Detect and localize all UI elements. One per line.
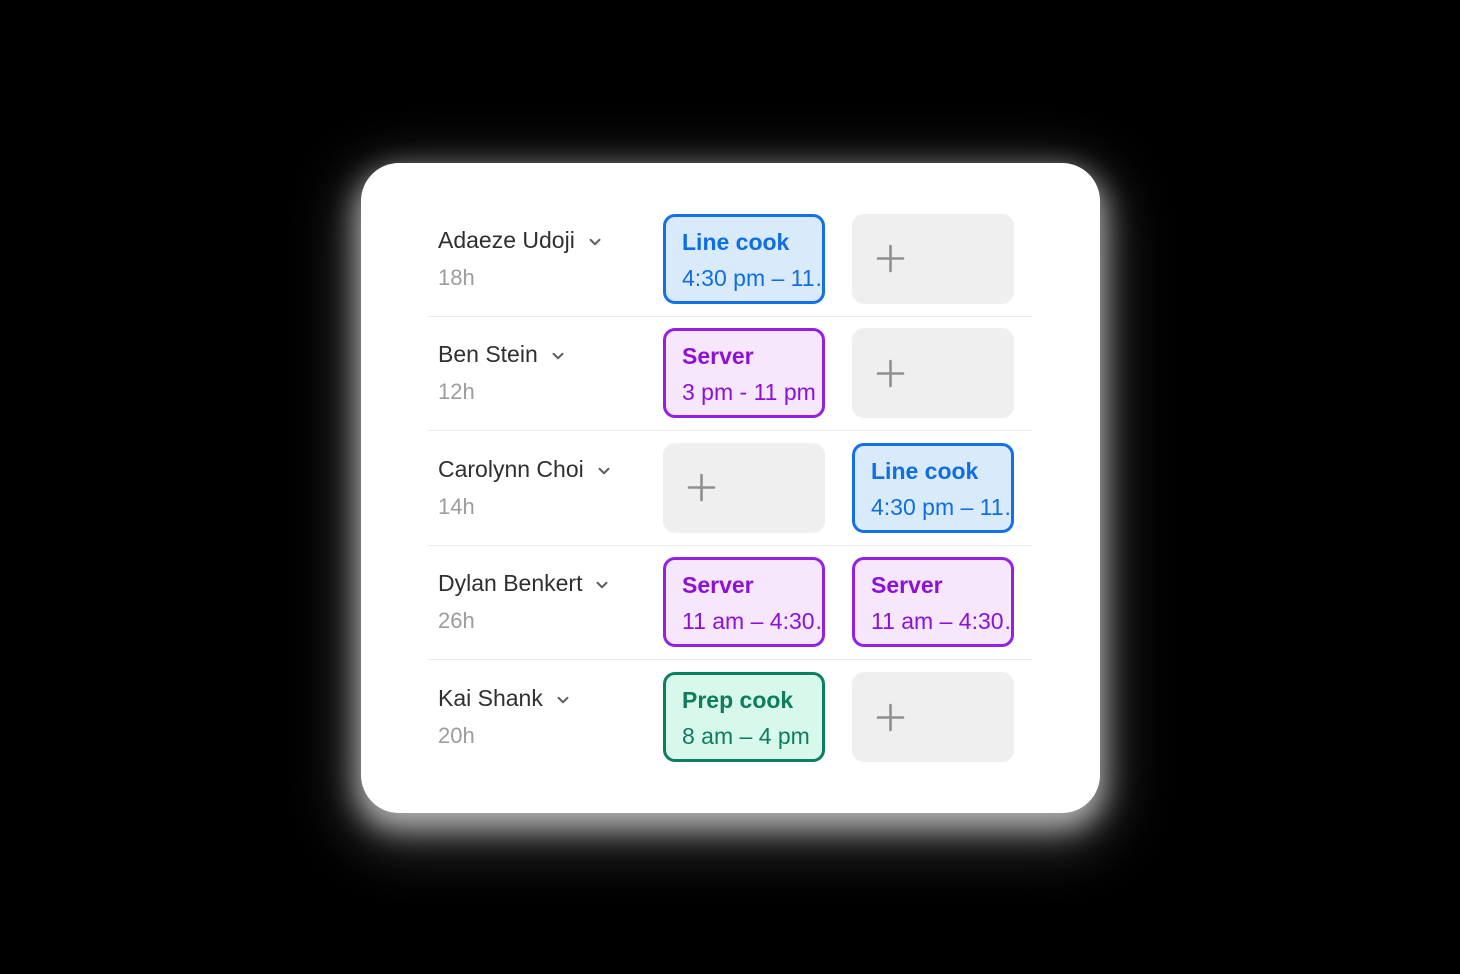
shift-card[interactable]: Line cook 4:30 pm – 11… bbox=[663, 213, 825, 304]
shift-card[interactable]: Server 11 am – 4:30… bbox=[663, 557, 825, 648]
member-hours: 18h bbox=[438, 264, 475, 290]
shift-role: Line cook bbox=[682, 228, 790, 255]
add-shift-button[interactable] bbox=[852, 328, 1014, 419]
plus-icon bbox=[876, 359, 905, 388]
member-name: Carolynn Choi bbox=[438, 455, 584, 482]
member-cell: Carolynn Choi 14h bbox=[428, 456, 663, 520]
member-hours: 14h bbox=[438, 493, 475, 519]
schedule-row: Carolynn Choi 14h Line cook 4:30 pm – 11… bbox=[428, 431, 1032, 546]
schedule-panel: Adaeze Udoji 18h Line cook 4:30 pm – 11…… bbox=[361, 163, 1100, 813]
shift-card[interactable]: Prep cook 8 am – 4 pm bbox=[663, 672, 825, 763]
member-cell: Ben Stein 12h bbox=[428, 341, 663, 405]
plus-icon bbox=[876, 244, 905, 273]
member-hours: 20h bbox=[438, 723, 475, 749]
member-name-dropdown[interactable]: Carolynn Choi bbox=[438, 456, 663, 483]
member-name-dropdown[interactable]: Kai Shank bbox=[438, 685, 663, 712]
add-shift-button[interactable] bbox=[852, 672, 1014, 763]
chevron-down-icon[interactable] bbox=[586, 233, 604, 251]
chevron-down-icon[interactable] bbox=[554, 691, 572, 709]
add-shift-button[interactable] bbox=[663, 442, 825, 533]
schedule-row: Ben Stein 12h Server 3 pm - 11 pm bbox=[428, 317, 1032, 431]
shift-slots: Server 3 pm - 11 pm bbox=[663, 328, 1014, 419]
member-cell: Kai Shank 20h bbox=[428, 685, 663, 749]
shift-time: 4:30 pm – 11… bbox=[871, 493, 1014, 520]
member-name: Adaeze Udoji bbox=[438, 226, 575, 253]
member-name: Kai Shank bbox=[438, 685, 543, 712]
member-hours: 26h bbox=[438, 608, 475, 634]
shift-slots: Server 11 am – 4:30… Server 11 am – 4:30… bbox=[663, 557, 1014, 648]
chevron-down-icon[interactable] bbox=[549, 347, 567, 365]
member-name-dropdown[interactable]: Dylan Benkert bbox=[438, 570, 663, 597]
shift-card[interactable]: Line cook 4:30 pm – 11… bbox=[852, 442, 1014, 533]
shift-time: 8 am – 4 pm bbox=[682, 723, 810, 750]
shift-role: Line cook bbox=[871, 457, 979, 484]
add-shift-button[interactable] bbox=[852, 213, 1014, 304]
plus-icon bbox=[876, 703, 905, 732]
shift-role: Server bbox=[682, 343, 754, 370]
shift-role: Server bbox=[682, 572, 754, 599]
shift-card[interactable]: Server 11 am – 4:30… bbox=[852, 557, 1014, 648]
member-name: Dylan Benkert bbox=[438, 570, 583, 597]
shift-slots: Line cook 4:30 pm – 11… bbox=[663, 213, 1014, 304]
member-name-dropdown[interactable]: Ben Stein bbox=[438, 341, 663, 368]
shift-time: 4:30 pm – 11… bbox=[682, 264, 825, 291]
member-name-dropdown[interactable]: Adaeze Udoji bbox=[438, 227, 663, 254]
shift-time: 11 am – 4:30… bbox=[682, 608, 825, 635]
schedule-row: Dylan Benkert 26h Server 11 am – 4:30… S… bbox=[428, 546, 1032, 660]
shift-time: 11 am – 4:30… bbox=[871, 608, 1014, 635]
shift-slots: Line cook 4:30 pm – 11… bbox=[663, 442, 1014, 533]
member-hours: 12h bbox=[438, 379, 475, 405]
schedule-row: Adaeze Udoji 18h Line cook 4:30 pm – 11… bbox=[428, 202, 1032, 317]
plus-icon bbox=[687, 473, 716, 502]
shift-slots: Prep cook 8 am – 4 pm bbox=[663, 672, 1014, 763]
member-cell: Dylan Benkert 26h bbox=[428, 570, 663, 634]
shift-role: Server bbox=[871, 572, 943, 599]
member-name: Ben Stein bbox=[438, 341, 538, 368]
member-cell: Adaeze Udoji 18h bbox=[428, 227, 663, 291]
schedule-rows: Adaeze Udoji 18h Line cook 4:30 pm – 11…… bbox=[361, 163, 1100, 813]
shift-time: 3 pm - 11 pm bbox=[682, 379, 816, 406]
schedule-row: Kai Shank 20h Prep cook 8 am – 4 pm bbox=[428, 660, 1032, 775]
chevron-down-icon[interactable] bbox=[595, 462, 613, 480]
shift-role: Prep cook bbox=[682, 687, 794, 714]
chevron-down-icon[interactable] bbox=[593, 576, 611, 594]
shift-card[interactable]: Server 3 pm - 11 pm bbox=[663, 328, 825, 419]
